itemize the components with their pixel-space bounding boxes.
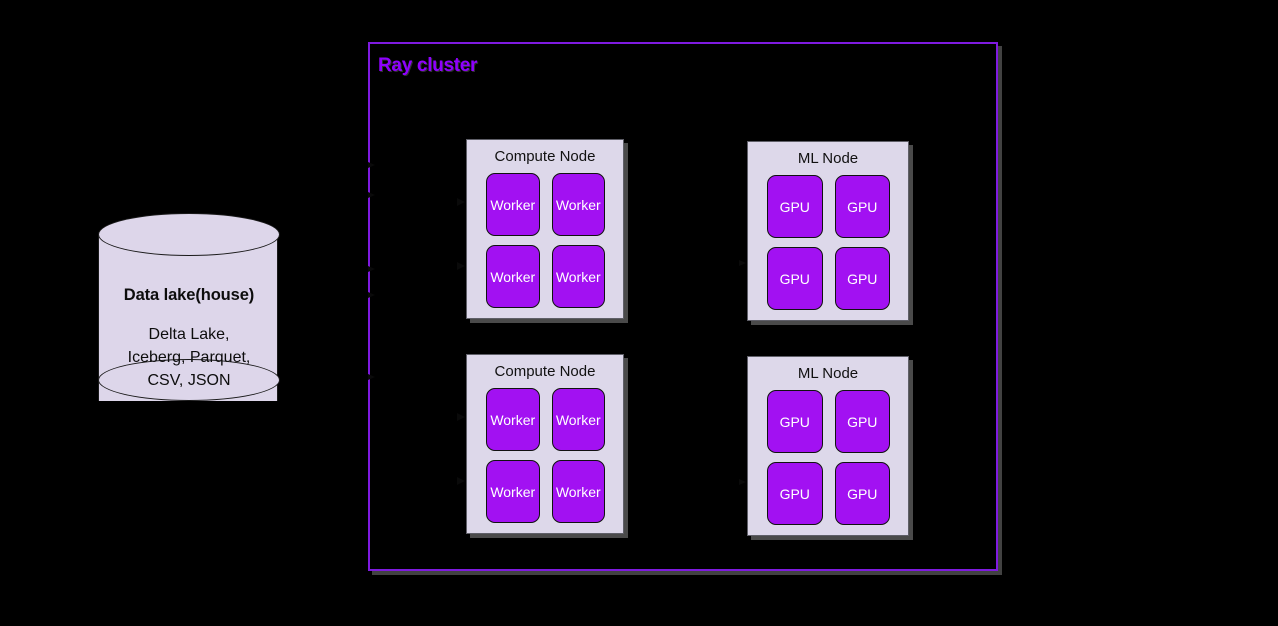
node-compute-2-units: Worker Worker Worker Worker bbox=[467, 388, 623, 523]
node-ml-2-units: GPU GPU GPU GPU bbox=[748, 390, 908, 525]
node-ml-1-units: GPU GPU GPU GPU bbox=[748, 175, 908, 310]
cluster-inbound-arrow-icon-3 bbox=[368, 266, 375, 272]
worker-unit[interactable]: Worker bbox=[486, 460, 540, 523]
cylinder-top-ellipse bbox=[98, 213, 280, 256]
cylinder-bottom-ellipse bbox=[98, 359, 280, 401]
cluster-inbound-arrow-icon-4 bbox=[368, 292, 375, 298]
worker-inbound-arrow-icon-3 bbox=[457, 413, 465, 421]
gpu-unit[interactable]: GPU bbox=[834, 390, 890, 453]
worker-unit[interactable]: Worker bbox=[486, 245, 540, 308]
cluster-inbound-arrow-icon-1 bbox=[368, 162, 375, 168]
worker-unit[interactable]: Worker bbox=[551, 173, 605, 236]
gpu-unit[interactable]: GPU bbox=[834, 175, 890, 238]
storage-format-line-3: CSV, JSON bbox=[147, 372, 231, 389]
node-ml-2-title: ML Node bbox=[797, 365, 859, 382]
gpu-unit[interactable]: GPU bbox=[767, 175, 823, 238]
storage-title: Data lake(house) bbox=[123, 286, 255, 304]
node-ml-1[interactable]: ML Node GPU GPU GPU GPU bbox=[739, 141, 909, 321]
storage-formats: Delta Lake, Iceberg, Parquet, CSV, JSON bbox=[98, 323, 280, 392]
storage-format-line-1: Delta Lake, bbox=[148, 326, 230, 343]
gpu-inbound-arrow-icon-2 bbox=[739, 479, 746, 485]
gpu-unit[interactable]: GPU bbox=[834, 247, 890, 310]
worker-inbound-arrow-icon-4 bbox=[457, 477, 465, 485]
worker-inbound-arrow-icon-1 bbox=[457, 198, 465, 206]
gpu-unit[interactable]: GPU bbox=[767, 247, 823, 310]
gpu-unit[interactable]: GPU bbox=[767, 390, 823, 453]
gpu-unit[interactable]: GPU bbox=[834, 462, 890, 525]
node-ml-1-title: ML Node bbox=[797, 150, 859, 167]
worker-unit[interactable]: Worker bbox=[551, 245, 605, 308]
worker-unit[interactable]: Worker bbox=[551, 388, 605, 451]
data-lakehouse-cylinder[interactable]: Data lake(house) Delta Lake, Iceberg, Pa… bbox=[98, 213, 280, 423]
cluster-inbound-arrow-icon-5 bbox=[368, 374, 375, 380]
worker-inbound-arrow-icon-2 bbox=[457, 262, 465, 270]
storage-format-line-2: Iceberg, Parquet, bbox=[127, 349, 251, 366]
node-compute-2-title: Compute Node bbox=[494, 363, 596, 380]
cluster-inbound-arrow-icon-2 bbox=[368, 192, 375, 198]
node-compute-1[interactable]: Compute Node Worker Worker Worker Worker bbox=[457, 139, 624, 319]
worker-unit[interactable]: Worker bbox=[486, 173, 540, 236]
gpu-unit[interactable]: GPU bbox=[767, 462, 823, 525]
worker-unit[interactable]: Worker bbox=[551, 460, 605, 523]
worker-unit[interactable]: Worker bbox=[486, 388, 540, 451]
node-ml-2[interactable]: ML Node GPU GPU GPU GPU bbox=[739, 356, 909, 536]
node-compute-1-title: Compute Node bbox=[494, 148, 596, 165]
node-compute-2[interactable]: Compute Node Worker Worker Worker Worker bbox=[457, 354, 624, 534]
node-compute-1-units: Worker Worker Worker Worker bbox=[467, 173, 623, 308]
ray-cluster-title: Ray cluster bbox=[378, 55, 478, 76]
ray-cluster-container[interactable]: Ray cluster Compute Node Worker Worker W… bbox=[368, 42, 998, 571]
cylinder-label-group: Data lake(house) Delta Lake, Iceberg, Pa… bbox=[98, 285, 280, 392]
gpu-inbound-arrow-icon-1 bbox=[739, 260, 746, 266]
